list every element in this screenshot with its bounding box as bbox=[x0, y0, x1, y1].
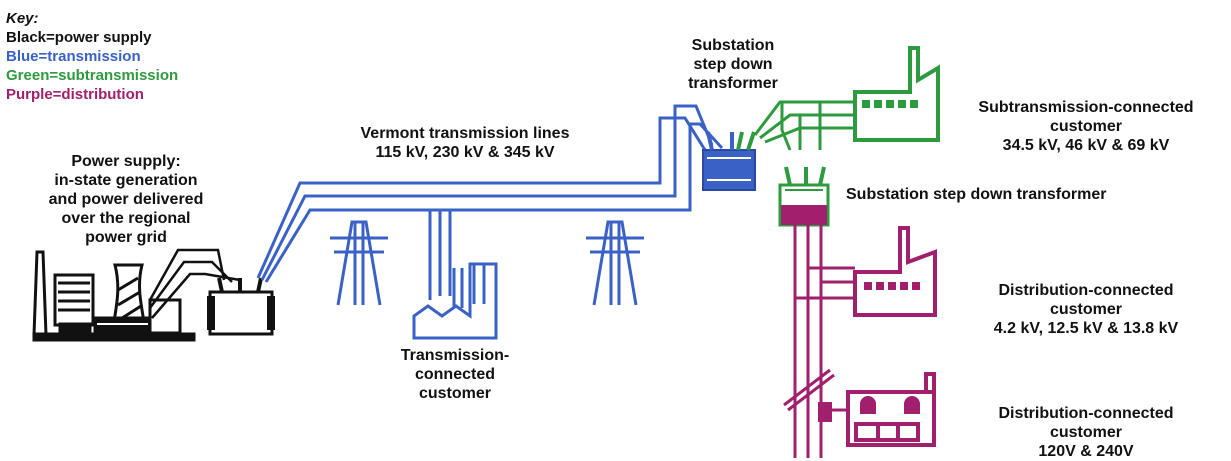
distribution-customer-1-label: Distribution-connected customer 4.2 kV, … bbox=[946, 281, 1226, 338]
power-plant-icon bbox=[32, 250, 196, 342]
key-item-subtransmission: Green=subtransmission bbox=[6, 67, 179, 84]
key-item-distribution: Purple=distribution bbox=[6, 86, 144, 103]
middle-substation-line-1: Substation step down transformer bbox=[846, 186, 1107, 203]
key-legend: Key: Black=power supply Blue=transmissio… bbox=[6, 9, 178, 104]
distribution-customer-factory-icon bbox=[853, 226, 937, 317]
top-substation-transformer-icon bbox=[702, 131, 756, 191]
transmission-customer-factory-icon bbox=[412, 210, 498, 340]
transmission-customer-label: Transmission- connected customer bbox=[360, 346, 550, 403]
distribution-customer-2-line-3: 120V & 240V bbox=[1038, 443, 1134, 460]
subtransmission-customer-line-1: Subtransmission-connected bbox=[978, 99, 1194, 116]
vermont-transmission-label: Vermont transmission lines 115 kV, 230 k… bbox=[330, 124, 600, 162]
distribution-lines bbox=[783, 225, 855, 458]
top-substation-line-2: step down bbox=[693, 56, 773, 73]
distribution-customer-2-line-2: customer bbox=[1049, 424, 1123, 441]
middle-substation-transformer-icon bbox=[778, 166, 830, 227]
transmission-customer-line-1: Transmission- bbox=[400, 347, 510, 364]
power-supply-label: Power supply: in-state generation and po… bbox=[26, 152, 226, 247]
distribution-customer-1-line-2: customer bbox=[1049, 301, 1123, 318]
house-icon bbox=[846, 372, 936, 447]
top-substation-line-1: Substation bbox=[691, 37, 775, 54]
pole-transformer-icon bbox=[818, 402, 848, 422]
distribution-customer-1-line-3: 4.2 kV, 12.5 kV & 13.8 kV bbox=[993, 320, 1179, 337]
key-item-transmission: Blue=transmission bbox=[6, 48, 141, 65]
power-supply-line-5: power grid bbox=[85, 229, 167, 246]
subtransmission-customer-factory-icon bbox=[853, 46, 940, 142]
power-supply-line-3: and power delivered bbox=[48, 191, 204, 208]
middle-substation-label: Substation step down transformer bbox=[846, 185, 1206, 204]
power-supply-line-4: over the regional bbox=[61, 210, 191, 227]
transmission-customer-line-3: customer bbox=[418, 385, 492, 402]
subtransmission-customer-label: Subtransmission-connected customer 34.5 … bbox=[946, 98, 1226, 155]
vermont-lines-line-2: 115 kV, 230 kV & 345 kV bbox=[375, 144, 555, 161]
power-supply-line-2: in-state generation bbox=[54, 172, 198, 189]
transmission-tower-icon bbox=[330, 220, 388, 306]
transmission-lines bbox=[256, 104, 724, 283]
distribution-customer-1-line-1: Distribution-connected bbox=[998, 282, 1174, 299]
top-substation-label: Substation step down transformer bbox=[658, 36, 808, 93]
top-substation-line-3: transformer bbox=[688, 75, 778, 92]
key-item-power-supply: Black=power supply bbox=[6, 29, 152, 46]
power-supply-line-1: Power supply: bbox=[71, 153, 181, 170]
subtransmission-customer-line-2: customer bbox=[1049, 118, 1123, 135]
key-title: Key: bbox=[6, 10, 39, 27]
transmission-tower-icon bbox=[586, 220, 644, 306]
plant-transformer-icon bbox=[207, 277, 275, 336]
vermont-lines-line-1: Vermont transmission lines bbox=[360, 125, 570, 142]
subtransmission-lines bbox=[753, 100, 855, 151]
subtransmission-customer-line-3: 34.5 kV, 46 kV & 69 kV bbox=[1002, 137, 1170, 154]
supply-lines bbox=[148, 248, 241, 319]
distribution-customer-2-line-1: Distribution-connected bbox=[998, 405, 1174, 422]
distribution-customer-2-label: Distribution-connected customer 120V & 2… bbox=[946, 404, 1226, 461]
transmission-customer-line-2: connected bbox=[414, 366, 495, 383]
